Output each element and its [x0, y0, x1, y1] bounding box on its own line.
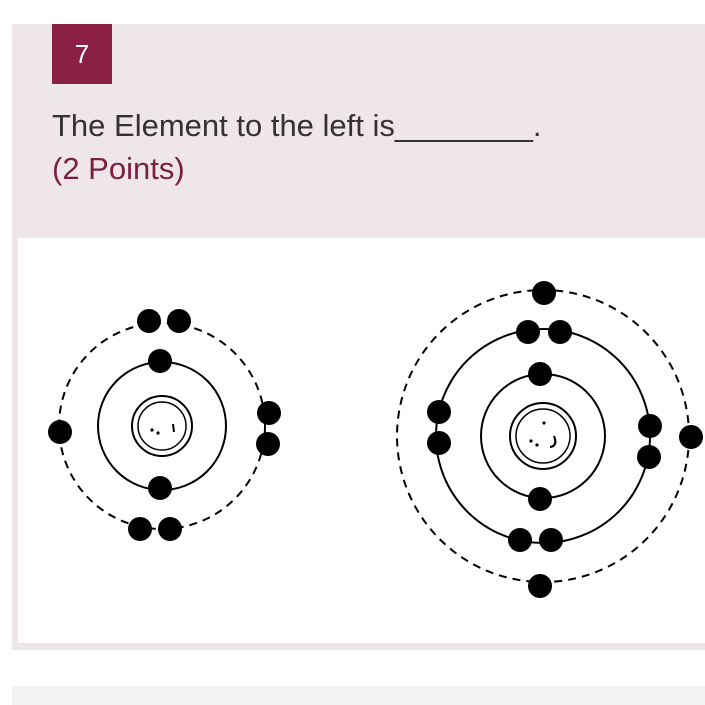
right-middle-shell	[435, 328, 651, 544]
electron	[148, 349, 172, 373]
electron	[257, 401, 281, 425]
right-nucleus-inner	[515, 408, 571, 464]
electron	[137, 309, 161, 333]
right-atom	[396, 281, 703, 598]
right-nucleus	[509, 402, 577, 470]
question-text: The Element to the left is________.	[52, 108, 542, 143]
left-nucleus-inner	[137, 401, 187, 451]
electron	[528, 574, 552, 598]
question-points: (2 Points)	[52, 151, 185, 186]
electron	[508, 528, 532, 552]
electron	[679, 425, 703, 449]
electron	[158, 517, 182, 541]
electron	[548, 320, 572, 344]
electron	[638, 414, 662, 438]
question-number-badge: 7	[52, 24, 112, 84]
electron	[427, 400, 451, 424]
electron	[532, 281, 556, 305]
electron	[256, 432, 280, 456]
question-card: 7 The Element to the left is________. (2…	[12, 24, 705, 650]
electron	[167, 309, 191, 333]
electron	[637, 445, 661, 469]
electron	[528, 362, 552, 386]
question-image	[18, 238, 705, 643]
electron	[528, 487, 552, 511]
bohr-model-diagram-icon	[48, 281, 703, 598]
electron	[128, 517, 152, 541]
electron	[48, 420, 72, 444]
right-inner-shell	[480, 373, 606, 499]
left-nucleus	[131, 395, 193, 457]
electron	[427, 431, 451, 455]
left-inner-shell	[97, 361, 227, 491]
electron	[516, 320, 540, 344]
left-atom	[48, 309, 281, 541]
electron	[539, 528, 563, 552]
electron	[148, 476, 172, 500]
answer-area[interactable]	[12, 686, 705, 705]
